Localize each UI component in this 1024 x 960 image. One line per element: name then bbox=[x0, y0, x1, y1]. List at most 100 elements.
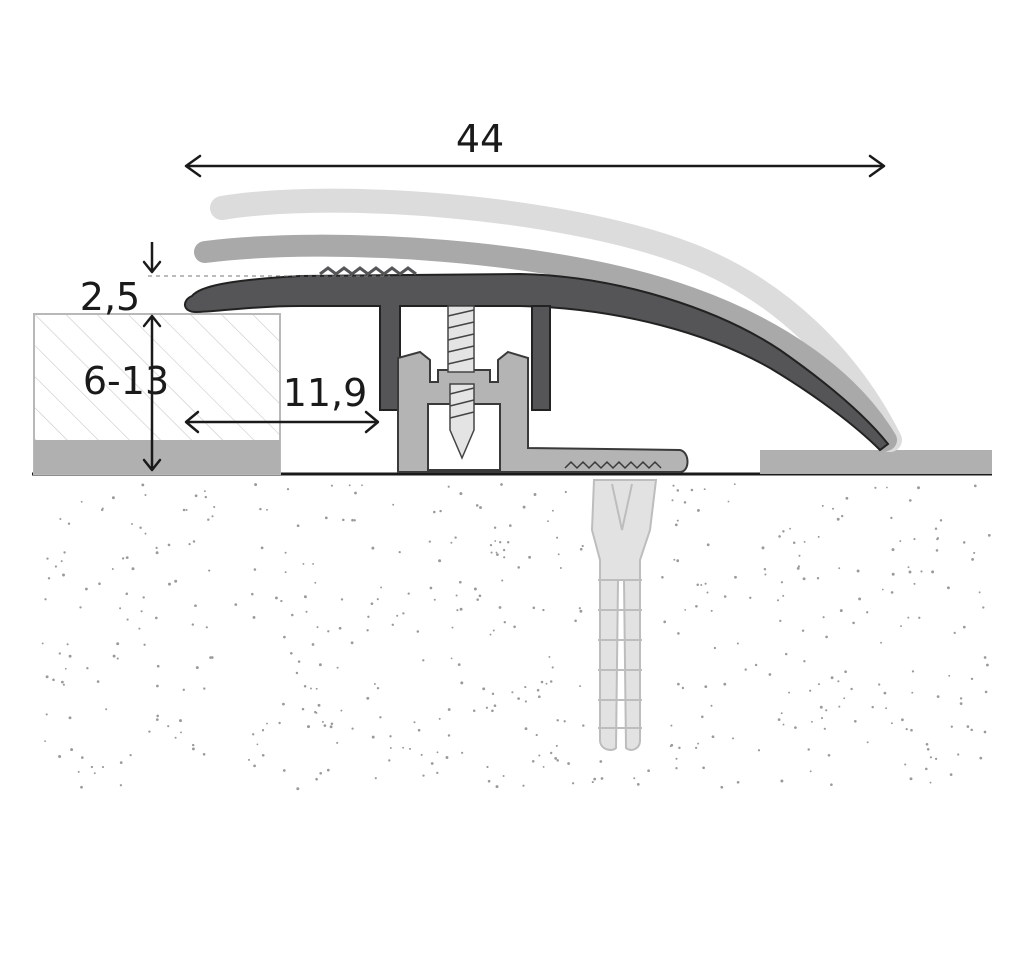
screed-dot bbox=[681, 686, 685, 690]
screed-dot bbox=[794, 726, 797, 729]
screed-dot bbox=[155, 718, 159, 721]
screed-dot bbox=[925, 742, 929, 746]
screed-dot bbox=[696, 508, 700, 512]
screed-dot bbox=[291, 613, 294, 617]
screed-dot bbox=[447, 485, 450, 488]
screed-dot bbox=[936, 695, 940, 698]
screed-dot bbox=[890, 516, 893, 520]
dimension-width-label: 44 bbox=[456, 117, 504, 161]
screed-dot bbox=[492, 629, 495, 632]
left-underlay bbox=[34, 440, 280, 474]
screed-dot bbox=[913, 538, 916, 541]
screed-dot bbox=[129, 753, 132, 757]
screed-dot bbox=[723, 682, 727, 686]
screed-dot bbox=[416, 630, 420, 633]
screed-dot bbox=[141, 483, 145, 487]
screed-dot bbox=[935, 549, 939, 552]
screed-dot bbox=[672, 484, 675, 487]
screed-dot bbox=[44, 598, 47, 601]
screed-dot bbox=[451, 626, 454, 629]
screed-dot bbox=[303, 595, 307, 599]
screed-dot bbox=[447, 734, 451, 737]
screed-dot bbox=[252, 733, 255, 736]
screed-dot bbox=[402, 612, 405, 615]
screed-dot bbox=[496, 553, 499, 556]
screed-dot bbox=[982, 606, 985, 609]
screed-dot bbox=[542, 608, 545, 612]
screed-dot bbox=[891, 572, 895, 576]
screed-dot bbox=[502, 548, 506, 552]
screed-dot bbox=[711, 735, 715, 739]
screed-dot bbox=[336, 666, 339, 669]
screed-dot bbox=[908, 499, 912, 502]
screed-dot bbox=[301, 707, 305, 711]
screed-dot bbox=[340, 598, 344, 601]
screed-dot bbox=[278, 721, 281, 725]
screed-dot bbox=[536, 688, 540, 692]
screed-dot bbox=[380, 586, 383, 589]
screed-dot bbox=[509, 524, 512, 527]
screed-dot bbox=[563, 720, 566, 723]
screed-dot bbox=[780, 779, 784, 783]
screed-dot bbox=[167, 725, 170, 728]
screed-dot bbox=[754, 663, 758, 667]
screed-dot bbox=[970, 728, 973, 732]
screed-dot bbox=[253, 764, 256, 768]
screed-dot bbox=[501, 579, 504, 582]
screed-dot bbox=[600, 777, 604, 780]
screed-dot bbox=[436, 751, 439, 754]
dimension-clip-distance-label: 11,9 bbox=[283, 371, 368, 415]
screed-dot bbox=[174, 736, 177, 739]
screed-dot bbox=[303, 684, 307, 688]
screed-dot bbox=[545, 682, 548, 685]
screed-dot bbox=[809, 770, 812, 773]
screed-dot bbox=[321, 720, 324, 723]
screed-dot bbox=[673, 558, 676, 561]
screed-dot bbox=[302, 562, 305, 565]
screed-dot bbox=[420, 753, 423, 756]
screed-dot bbox=[720, 785, 724, 789]
screed-dot bbox=[261, 753, 265, 757]
screed-dot bbox=[280, 599, 283, 603]
screed-dot bbox=[52, 678, 55, 682]
screed-dot bbox=[379, 716, 382, 719]
screed-dot bbox=[925, 767, 928, 771]
screed-dot bbox=[327, 630, 330, 633]
screed-dot bbox=[314, 710, 317, 714]
screed-dot bbox=[706, 591, 709, 594]
screw bbox=[447, 305, 475, 460]
screed-dot bbox=[60, 560, 63, 563]
screed-dot bbox=[506, 540, 510, 544]
screed-dot bbox=[119, 607, 122, 610]
screed-dot bbox=[491, 692, 495, 696]
screed-dot bbox=[845, 496, 849, 500]
screed-dot bbox=[493, 704, 497, 707]
screed-dot bbox=[661, 576, 664, 579]
screed-dot bbox=[77, 770, 80, 773]
screed-dot bbox=[342, 518, 345, 522]
screed-dot bbox=[973, 551, 976, 554]
screed-dot bbox=[540, 680, 544, 684]
screed-dot bbox=[47, 577, 51, 580]
screed-dot bbox=[167, 543, 171, 547]
screed-dot bbox=[45, 713, 48, 716]
screed-dot bbox=[830, 783, 833, 786]
screed-dot bbox=[695, 604, 698, 608]
screed-dot bbox=[266, 508, 268, 511]
screed-dot bbox=[310, 687, 312, 690]
screed-dot bbox=[890, 722, 893, 725]
screed-dot bbox=[179, 719, 182, 723]
screed-dot bbox=[710, 704, 713, 707]
screed-dot bbox=[194, 604, 197, 608]
screed-dot bbox=[900, 625, 902, 628]
screed-dot bbox=[433, 598, 436, 601]
screed-dot bbox=[901, 718, 904, 722]
screed-dot bbox=[479, 506, 482, 510]
screed-dot bbox=[119, 761, 123, 764]
screed-dot bbox=[450, 657, 453, 660]
screed-dot bbox=[323, 724, 327, 727]
screed-dot bbox=[733, 483, 736, 486]
screed-dot bbox=[475, 504, 479, 507]
screed-dot bbox=[878, 683, 881, 686]
screed-dot bbox=[500, 483, 503, 486]
